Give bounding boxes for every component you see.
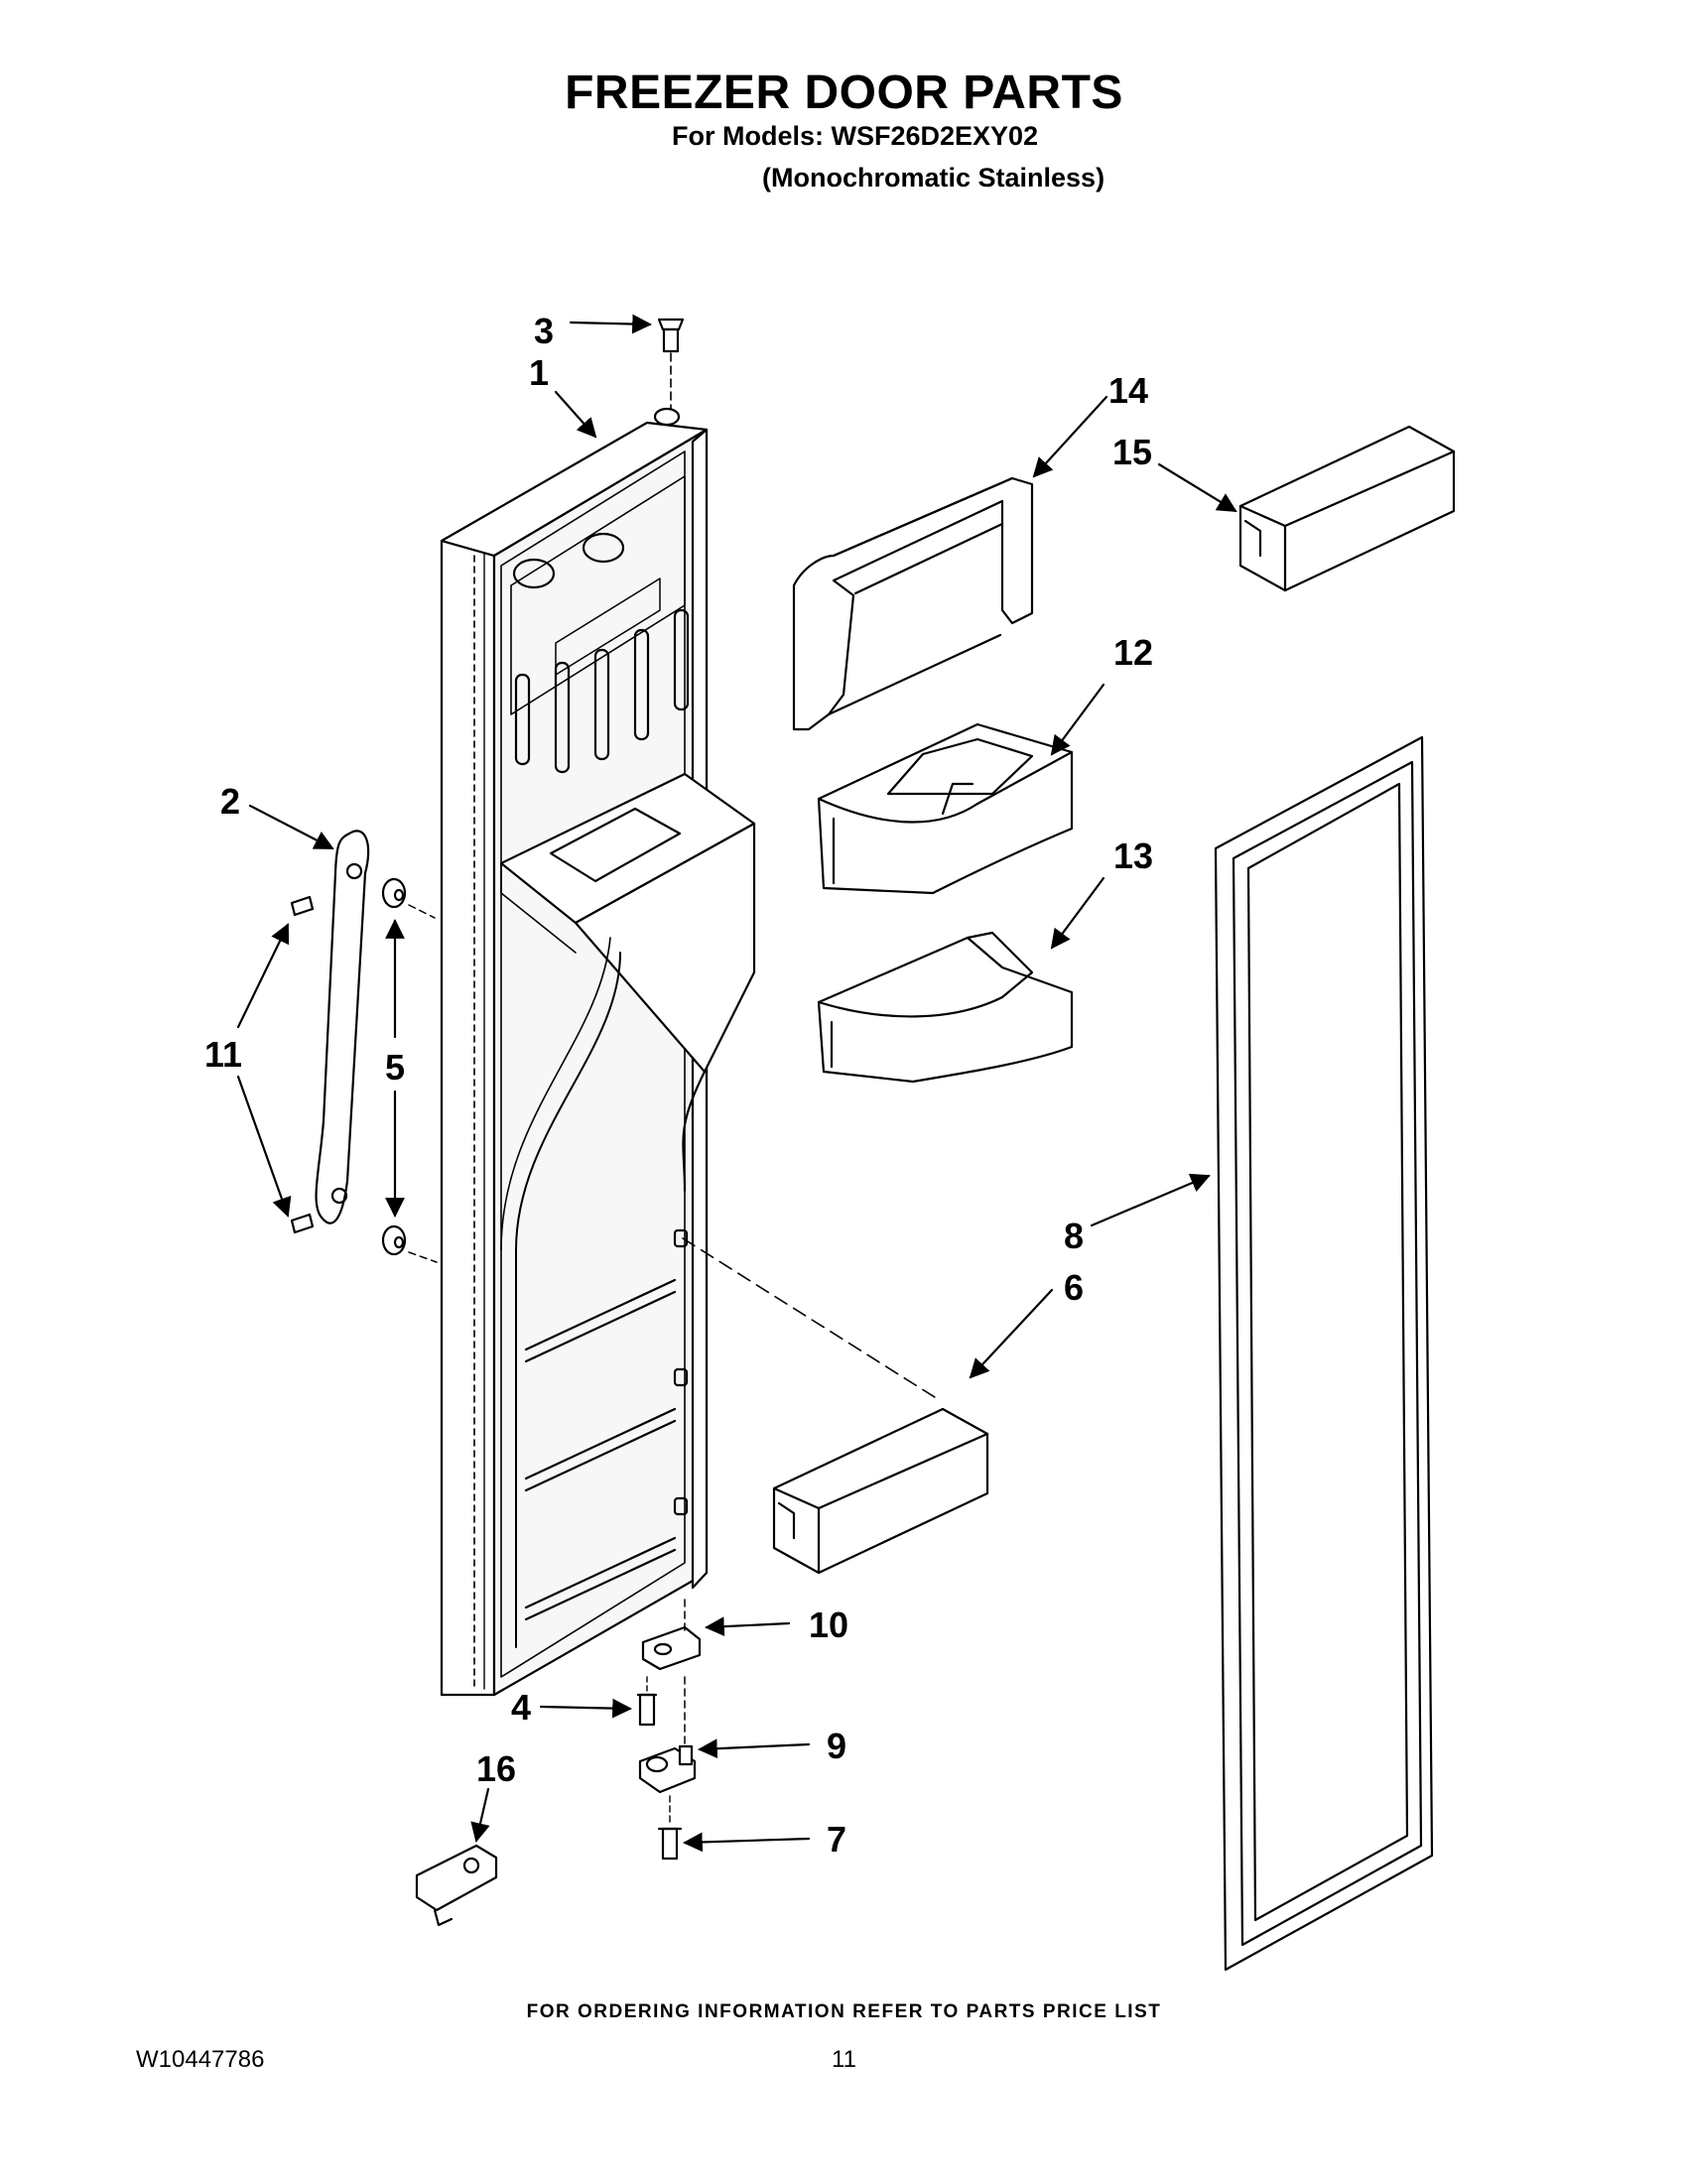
part-handle-spacers xyxy=(381,877,438,1263)
callout-14: 14 xyxy=(1108,370,1148,411)
ordering-note: FOR ORDERING INFORMATION REFER TO PARTS … xyxy=(526,2001,1162,2022)
callout-8: 8 xyxy=(1064,1216,1084,1256)
callout-11: 11 xyxy=(204,1034,242,1075)
page-number: 11 xyxy=(832,2046,856,2073)
callout-9: 9 xyxy=(827,1726,846,1766)
variant-line: (Monochromatic Stainless) xyxy=(762,163,1105,193)
callout-10: 10 xyxy=(809,1605,848,1645)
part-screw-top xyxy=(657,318,685,410)
callout-7: 7 xyxy=(827,1819,846,1860)
callout-labels: 3 1 2 11 5 14 15 12 13 8 6 10 4 9 16 7 xyxy=(204,311,1153,1860)
callout-2: 2 xyxy=(220,781,240,822)
part-door-handle xyxy=(315,830,370,1224)
callout-13: 13 xyxy=(1113,835,1153,876)
part-hinge-screw xyxy=(636,1676,658,1727)
part-door-assembly xyxy=(440,407,756,1697)
part-hinge-cover xyxy=(415,1844,498,1927)
callout-1: 1 xyxy=(529,352,549,393)
part-handle-studs xyxy=(290,895,315,1234)
part-door-bin xyxy=(682,1237,989,1575)
part-ice-chute-lower xyxy=(817,931,1074,1084)
part-hinge-bottom-screw xyxy=(657,1795,683,1861)
part-ice-chute-upper xyxy=(817,722,1074,895)
callout-3: 3 xyxy=(534,311,554,351)
models-line: For Models: WSF26D2EXY02 xyxy=(672,121,1039,151)
document-number: W10447786 xyxy=(136,2046,265,2073)
callout-12: 12 xyxy=(1113,632,1153,673)
part-hinge-pin xyxy=(638,1744,697,1794)
callout-4: 4 xyxy=(511,1687,531,1728)
callout-15: 15 xyxy=(1112,432,1152,472)
callout-5: 5 xyxy=(385,1047,405,1088)
page-title: FREEZER DOOR PARTS xyxy=(565,66,1123,119)
part-hinge-bracket xyxy=(641,1599,702,1755)
callout-6: 6 xyxy=(1064,1267,1084,1308)
part-door-gasket xyxy=(1214,735,1434,1972)
part-door-bin-small xyxy=(1238,425,1456,592)
callout-16: 16 xyxy=(476,1748,516,1789)
part-dispenser-cover xyxy=(792,476,1034,731)
leader-arrows xyxy=(236,314,1237,1853)
